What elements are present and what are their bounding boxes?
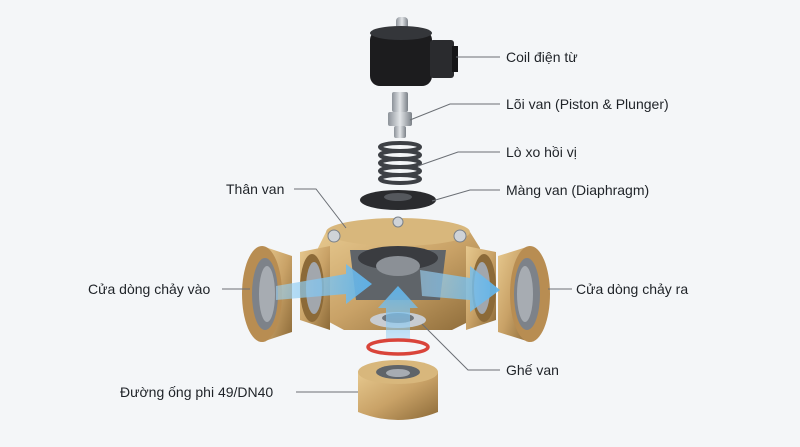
label-pipe-size: Đường ống phi 49/DN40 <box>120 384 274 400</box>
outlet-port-cap <box>498 246 550 342</box>
label-valve-core: Lõi van (Piston & Plunger) <box>506 96 669 112</box>
label-spring: Lò xo hồi vị <box>506 144 577 160</box>
o-ring <box>366 338 430 356</box>
diaphragm <box>360 190 436 210</box>
leader-body <box>294 188 347 229</box>
leader-spring <box>417 151 500 167</box>
leader-core <box>409 103 500 121</box>
label-coil: Coil điện từ <box>506 49 578 65</box>
leader-lines <box>222 56 572 393</box>
return-spring <box>378 141 422 185</box>
solenoid-coil <box>370 17 458 86</box>
leader-diaphragm <box>431 189 500 202</box>
label-diaphragm: Màng van (Diaphragm) <box>506 182 650 198</box>
label-inlet-port: Cửa dòng chảy vào <box>88 281 211 297</box>
flow-arrows <box>276 264 500 340</box>
label-valve-seat: Ghế van <box>506 362 559 378</box>
label-valve-body: Thân van <box>226 181 285 197</box>
inlet-port-cap <box>242 246 292 342</box>
valve-core-plunger <box>388 92 412 138</box>
pipe-fitting <box>358 360 438 420</box>
leader-seat <box>421 323 500 371</box>
label-outlet-port: Cửa dòng chảy ra <box>576 281 689 297</box>
